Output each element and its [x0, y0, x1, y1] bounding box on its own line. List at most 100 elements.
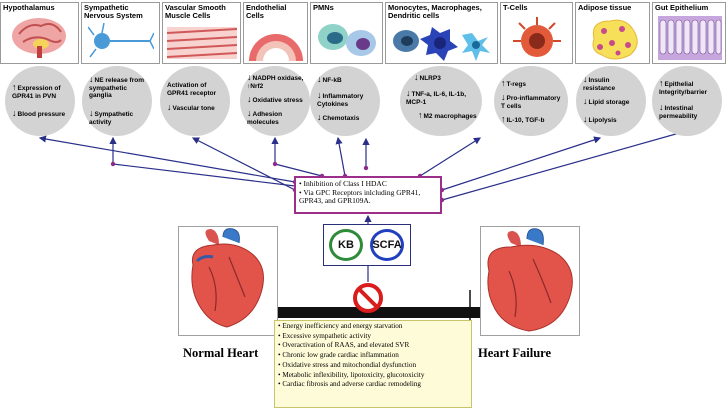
- arrow-line-sympathetic: [112, 163, 296, 187]
- effect-item: ↓Insulin resistance: [583, 74, 616, 92]
- effect-item: ↓Lipolysis: [583, 114, 617, 125]
- arrow-to-gut: [441, 128, 692, 201]
- mechanism-item: • Inhibition of Class I HDAC: [299, 179, 387, 188]
- effect-circle-pmns: ↓NF-kB ↓Inflammatory Cytokines ↓Chemotax…: [310, 66, 380, 136]
- down-arrow-icon: ↓: [317, 74, 322, 84]
- panel-hypothalamus: Hypothalamus: [0, 2, 79, 64]
- effect-item: ↓Sympathetic activity: [89, 108, 134, 126]
- up-arrow-icon: ↑: [501, 78, 506, 88]
- effect-item: ↓Chemotaxis: [317, 112, 360, 123]
- down-arrow-icon: ↓: [406, 88, 411, 98]
- panel-adipose: Adipose tissue: [575, 2, 650, 64]
- effect-item: ↑Expression of GPR41 in PVN: [12, 82, 61, 100]
- panel-monocytes: Monocytes, Macrophages, Dendritic cells: [385, 2, 498, 64]
- effect-circle-sympathetic: ↓NE release from sympathetic ganglia ↓Sy…: [82, 66, 152, 136]
- neutrophil-icon: [318, 24, 376, 56]
- panel-vascular: Vascular Smooth Muscle Cells: [162, 2, 241, 64]
- down-arrow-icon: ↓: [89, 74, 94, 84]
- panel-endothelial: Endothelial Cells: [243, 2, 308, 64]
- effect-item: ↓TNF-a, IL-6, IL-1b, MCP-1: [406, 88, 467, 106]
- down-arrow-icon: ↓: [167, 102, 172, 112]
- effect-item: ↓Vascular tone: [167, 102, 215, 113]
- panel-title: Monocytes, Macrophages, Dendritic cells: [388, 3, 482, 20]
- arrow-line-endothelial: [274, 163, 323, 177]
- pathophysiology-list: • Energy inefficiency and energy starvat…: [274, 320, 472, 408]
- effect-circle-endothelial: ↓NADPH oxidase, ↑Nrf2 ↓Oxidative stress …: [240, 66, 310, 136]
- normal-heart-label: Normal Heart: [183, 346, 259, 360]
- brain-icon: [12, 18, 66, 58]
- effect-circle-vascular: Activation of GPR41 receptor ↓Vascular t…: [160, 66, 230, 136]
- effect-item: ↑IL-10, TGF-b: [501, 114, 545, 125]
- down-arrow-icon: ↓: [583, 96, 588, 106]
- list-item: • Overactivation of RAAS, and elevated S…: [278, 341, 410, 350]
- panel-title: Gut Epithelium: [655, 3, 709, 12]
- panel-title: Sympathetic Nervous System: [84, 3, 143, 20]
- immune-cells-icon: [393, 27, 490, 61]
- effect-item: ↓Oxidative stress: [247, 94, 303, 105]
- arrow-to-tcells: [419, 137, 482, 177]
- panel-sympathetic: Sympathetic Nervous System: [81, 2, 160, 64]
- effect-item: ↑M2 macrophages: [418, 110, 477, 121]
- effect-item: ↓Lipid storage: [583, 96, 630, 107]
- down-arrow-icon: ↓: [89, 108, 94, 118]
- effect-item: Activation of GPR41 receptor: [167, 82, 217, 97]
- effect-item: ↑Epithelial Integrity/barrier: [659, 78, 708, 96]
- neuron-icon: [88, 22, 154, 58]
- up-arrow-icon: ↑: [418, 110, 423, 120]
- effect-item: ↓Pro-inflammatory T cells: [501, 92, 561, 110]
- muscle-fiber-icon: [167, 27, 237, 59]
- inhibit-icon: [353, 283, 383, 313]
- kb-badge: KB: [329, 229, 363, 261]
- scfa-badge: SCFA: [370, 229, 404, 261]
- list-item: • Excessive sympathetic activity: [278, 331, 371, 340]
- effect-circle-monocytes: ↓NLRP3 ↓TNF-a, IL-6, IL-1b, MCP-1 ↑M2 ma…: [400, 66, 482, 136]
- heart-icon: [191, 228, 264, 328]
- effect-circle-gut: ↑Epithelial Integrity/barrier ↓Intestina…: [652, 66, 722, 136]
- up-arrow-icon: ↑: [659, 78, 664, 88]
- effect-circle-hypothalamus: ↑Expression of GPR41 in PVN ↓Blood press…: [5, 66, 75, 136]
- down-arrow-icon: ↓: [414, 72, 419, 82]
- down-arrow-icon: ↓: [247, 108, 252, 118]
- adipocyte-icon: [592, 19, 638, 60]
- list-item: • Oxidative stress and mitochondial dysf…: [278, 360, 417, 369]
- effect-circle-adipose: ↓Insulin resistance ↓Lipid storage ↓Lipo…: [576, 66, 646, 136]
- effect-circle-tcells: ↑T-regs ↓Pro-inflammatory T cells ↑IL-10…: [494, 66, 568, 136]
- panel-title: Vascular Smooth Muscle Cells: [165, 3, 226, 20]
- panel-gut: Gut Epithelium: [652, 2, 726, 64]
- vessel-icon: [249, 34, 303, 61]
- down-arrow-icon: ↓: [583, 114, 588, 124]
- effect-item: ↓Adhesion molecules: [247, 108, 283, 126]
- panel-pmns: PMNs: [310, 2, 383, 64]
- effect-item: ↓NLRP3: [414, 72, 441, 83]
- mechanism-box: • Inhibition of Class I HDAC • Via GPC R…: [294, 176, 442, 214]
- down-arrow-icon: ↓: [317, 90, 322, 100]
- effect-item: ↓NE release from sympathetic ganglia: [89, 74, 144, 100]
- up-arrow-icon: ↑: [12, 82, 17, 92]
- normal-heart-image: [178, 226, 278, 336]
- t-cell-icon: [513, 17, 561, 57]
- down-arrow-icon: ↓: [659, 102, 664, 112]
- arrow-to-hypothalamus: [38, 135, 296, 183]
- effect-item: ↓NADPH oxidase, ↑Nrf2: [247, 72, 304, 90]
- effect-item: ↓Blood pressure: [12, 108, 66, 119]
- heart-failure-label: Heart Failure: [478, 346, 552, 360]
- down-arrow-icon: ↓: [501, 92, 506, 102]
- arrow-to-vascular: [191, 137, 296, 191]
- effect-item: ↓NF-kB: [317, 74, 342, 85]
- up-arrow-icon: ↑: [501, 114, 506, 124]
- villi-icon: [658, 16, 722, 60]
- effect-item: ↓Inflammatory Cytokines: [317, 90, 364, 108]
- list-item: • Metabolic inflexibility, lipotoxicity,…: [278, 370, 425, 379]
- mechanism-item: • Via GPC Receptors inlcluding GPR41, GP…: [299, 187, 421, 205]
- arrow-to-adipose: [441, 136, 602, 191]
- down-arrow-icon: ↓: [12, 108, 17, 118]
- list-item: • Cardiac fibrosis and adverse cardiac r…: [278, 380, 422, 389]
- list-item: • Chronic low grade cardiac inflammation: [278, 351, 399, 360]
- panel-title: PMNs: [313, 3, 334, 12]
- panel-title: Adipose tissue: [578, 3, 632, 12]
- panel-title: T-Cells: [503, 3, 528, 12]
- down-arrow-icon: ↓: [247, 94, 252, 104]
- down-arrow-icon: ↓: [317, 112, 322, 122]
- effect-item: ↑T-regs: [501, 78, 527, 89]
